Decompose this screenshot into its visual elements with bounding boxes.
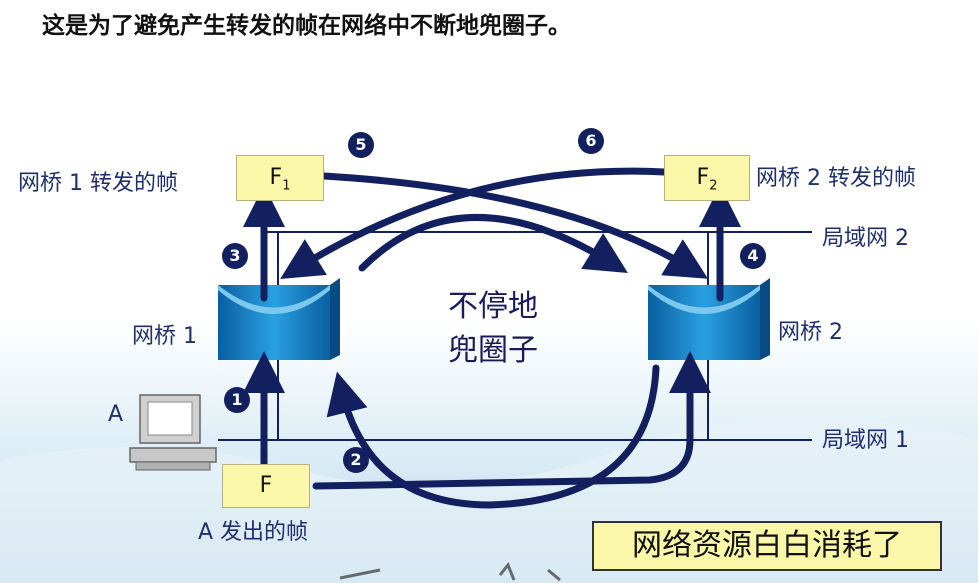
frame-f-box: F [222, 464, 310, 508]
step-6-marker: 6 [578, 128, 604, 154]
frame-f1-box: F1 [236, 155, 324, 201]
bridge2-label: 网桥 2 [778, 314, 843, 346]
lan2-label: 局域网 2 [822, 220, 909, 252]
frame-f2-box: F2 [664, 155, 750, 201]
step-3-marker: 3 [222, 243, 248, 269]
loop-line-2: 兜圈子 [448, 329, 538, 373]
bridge-1-icon [218, 278, 340, 360]
step-1-marker: 1 [224, 387, 250, 413]
a-sends-label: A 发出的帧 [198, 514, 308, 546]
step-4-marker: 4 [740, 243, 766, 269]
bridge1-label: 网桥 1 [132, 318, 197, 350]
header-text: 这是为了避免产生转发的帧在网络中不断地兜圈子。 [42, 6, 571, 40]
callout-box: 网络资源白白消耗了 [592, 521, 942, 571]
loop-line-1: 不停地 [448, 285, 538, 329]
bridge-2-icon [648, 278, 770, 360]
step-5-marker: 5 [348, 132, 374, 158]
step-2-marker: 2 [343, 447, 369, 473]
host-a-label: A [108, 402, 123, 427]
bridge1-forward-label: 网桥 1 转发的帧 [18, 165, 178, 197]
loop-text: 不停地 兜圈子 [448, 285, 538, 373]
bridge2-forward-label: 网桥 2 转发的帧 [756, 160, 916, 192]
lan1-label: 局域网 1 [822, 422, 909, 454]
